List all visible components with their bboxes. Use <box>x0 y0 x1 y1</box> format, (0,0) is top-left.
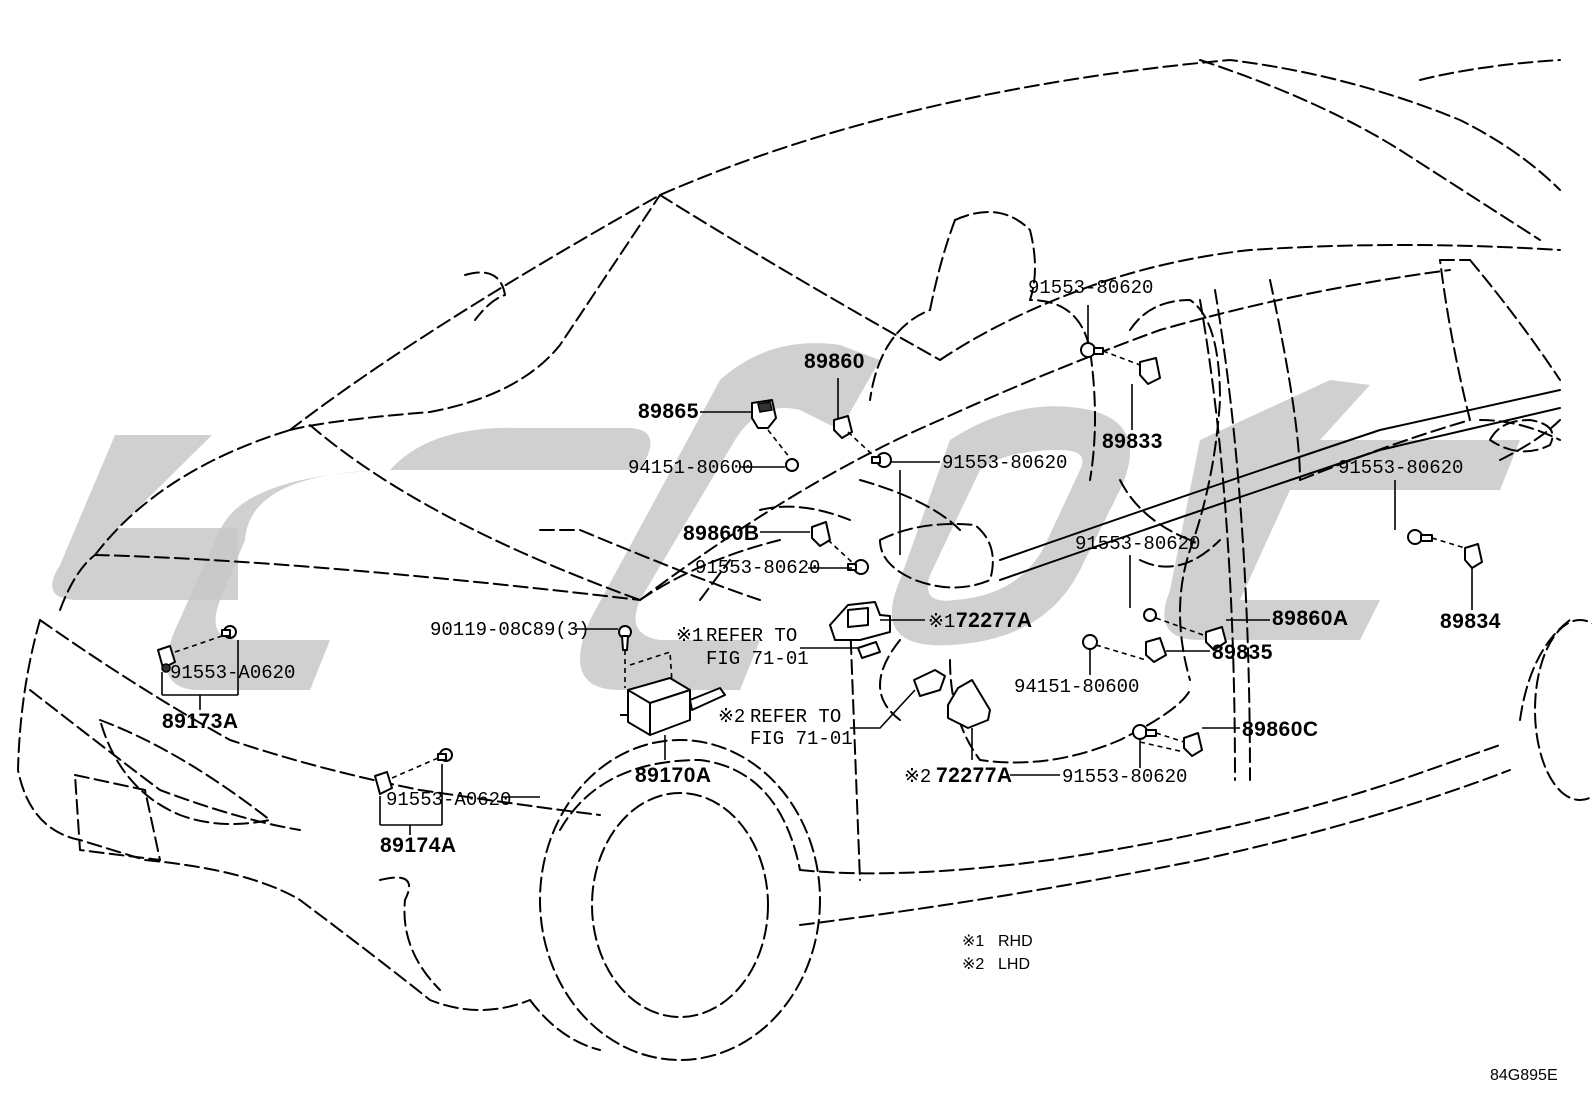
label-72277A-lhd-mark: ※2 <box>904 766 931 788</box>
label-89865: 89865 <box>638 400 699 423</box>
label-91553-mid: 91553-80620 <box>695 557 820 579</box>
leader-lines <box>161 305 1473 835</box>
part-94151-nut-top <box>785 458 799 472</box>
part-89173A <box>157 625 237 673</box>
label-72277A-lhd: 72277A <box>936 764 1013 787</box>
label-94151-top: 94151-80600 <box>628 457 753 479</box>
label-90119: 90119-08C89(3) <box>430 619 590 641</box>
part-90119-screw <box>618 625 632 651</box>
label-91553-A0620-top: 91553-A0620 <box>170 662 295 684</box>
label-refer2-line1: REFER TO <box>750 706 841 728</box>
part-89865 <box>751 399 777 429</box>
part-bolt-89860A <box>1143 608 1157 622</box>
legend-rhd: RHD <box>998 933 1033 950</box>
label-89174A: 89174A <box>380 834 457 857</box>
part-89833 <box>1139 357 1161 385</box>
label-89170A: 89170A <box>635 764 712 787</box>
parts <box>157 342 1483 795</box>
label-89860A: 89860A <box>1272 607 1349 630</box>
part-connector-rhd <box>857 641 881 659</box>
part-89860B <box>811 521 831 547</box>
figure-code: 84G895E <box>1490 1067 1558 1084</box>
part-bolt-89833 <box>1080 342 1104 358</box>
label-89860: 89860 <box>804 350 865 373</box>
label-72277A-rhd: 72277A <box>956 609 1033 632</box>
part-bolt-89860C <box>1132 724 1157 740</box>
part-72277A-rhd <box>829 601 891 641</box>
legend-mark-2: ※2 <box>962 956 984 973</box>
label-89834: 89834 <box>1440 610 1501 633</box>
label-72277A-rhd-mark: ※1 <box>928 611 955 633</box>
label-refer2-mark: ※2 <box>718 706 745 728</box>
vehicle-outline <box>17 59 1592 1061</box>
part-89170A <box>620 650 726 736</box>
label-89835: 89835 <box>1212 641 1273 664</box>
part-89174A <box>374 748 453 795</box>
label-refer2-line2: FIG 71-01 <box>750 728 853 750</box>
label-91553-right: 91553-80620 <box>1338 457 1463 479</box>
label-89860C: 89860C <box>1242 718 1319 741</box>
label-89173A: 89173A <box>162 710 239 733</box>
label-91553-bottom: 91553-80620 <box>1062 766 1187 788</box>
label-91553-door: 91553-80620 <box>1075 533 1200 555</box>
label-refer1-mark: ※1 <box>676 625 703 647</box>
part-connector-lhd <box>913 669 946 697</box>
label-91553-pillar: 91553-80620 <box>942 452 1067 474</box>
part-89860C <box>1183 732 1203 757</box>
part-bolt-89860 <box>871 452 892 468</box>
label-89860B: 89860B <box>683 522 760 545</box>
part-89834 <box>1464 543 1483 569</box>
part-bolt-89834 <box>1407 529 1433 545</box>
legend: ※1 RHD ※2 LHD <box>962 933 1033 973</box>
label-refer1-line1: REFER TO <box>706 625 797 647</box>
part-89860A <box>1205 626 1227 651</box>
labels: 89860 89865 94151-80600 91553-80620 8986… <box>162 277 1501 857</box>
part-89860 <box>833 415 853 439</box>
label-refer1-line2: FIG 71-01 <box>706 648 809 670</box>
legend-lhd: LHD <box>998 956 1030 973</box>
label-94151-bot: 94151-80600 <box>1014 676 1139 698</box>
part-89835 <box>1145 637 1167 663</box>
label-89833: 89833 <box>1102 430 1163 453</box>
part-94151-nut-bottom <box>1082 634 1098 650</box>
label-91553-top: 91553-80620 <box>1028 277 1153 299</box>
label-91553-A0620-bot: 91553-A0620 <box>386 789 511 811</box>
part-72277A-lhd <box>947 679 991 729</box>
legend-mark-1: ※1 <box>962 933 984 950</box>
